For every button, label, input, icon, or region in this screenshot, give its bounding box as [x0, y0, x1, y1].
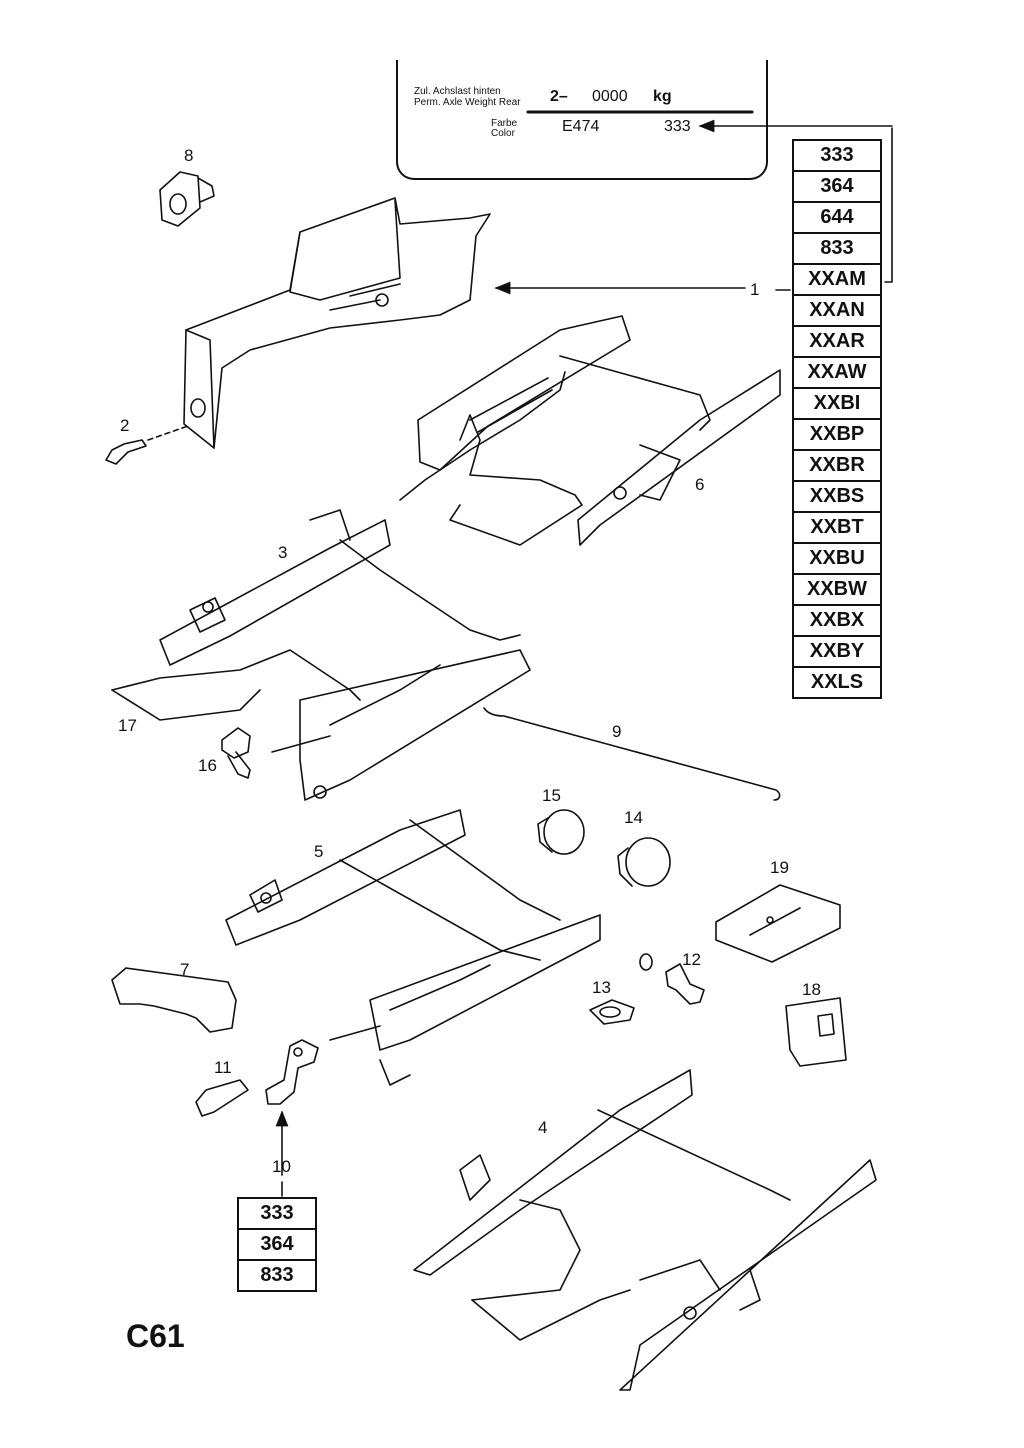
option-code-row: XXBY — [792, 635, 882, 668]
part3-seat-rail — [111, 509, 531, 801]
part15-bushing — [537, 809, 585, 855]
part13-washer — [589, 999, 635, 1025]
label-part-11: 11 — [214, 1058, 232, 1077]
code-cell: 333 — [237, 1197, 317, 1230]
code-cell: XXLS — [792, 666, 882, 699]
part10-code-row: 833 — [237, 1259, 317, 1292]
part19-plate — [715, 884, 841, 963]
code-cell: XXBT — [792, 511, 882, 544]
part8-clip — [159, 171, 215, 227]
axle-weight-label-de: Zul. Achslast hinten — [414, 86, 501, 97]
label-part-2: 2 — [120, 416, 130, 435]
code-cell: XXBU — [792, 542, 882, 575]
option-code-row: XXBT — [792, 511, 882, 544]
code-cell: 833 — [792, 232, 882, 265]
code-cell: XXBY — [792, 635, 882, 668]
option-code-row: XXBP — [792, 418, 882, 451]
option-code-row: XXBR — [792, 449, 882, 482]
axle-weight-label-en: Perm. Axle Weight Rear — [414, 97, 521, 108]
code-cell: XXBW — [792, 573, 882, 606]
option-code-row: 644 — [792, 201, 882, 234]
part7-handle-cover — [111, 967, 237, 1033]
label-part-12: 12 — [682, 950, 701, 969]
label-part-6: 6 — [695, 475, 705, 494]
color-code: E474 — [562, 118, 600, 135]
part2-screw — [105, 425, 189, 465]
diagram-code: C61 — [126, 1318, 185, 1354]
part1-trim-cover — [183, 197, 491, 449]
part4-seat-rail — [413, 1069, 877, 1391]
part11-screw — [195, 1079, 249, 1117]
part10-code-row: 333 — [237, 1197, 317, 1230]
option-code-row: XXAM — [792, 263, 882, 296]
option-code-row: XXBS — [792, 480, 882, 513]
option-code-row: XXBI — [792, 387, 882, 420]
label-part-19: 19 — [770, 858, 789, 877]
part5-seat-rail — [225, 809, 601, 1086]
option-code-row: XXAR — [792, 325, 882, 358]
label-part-13: 13 — [592, 978, 611, 997]
axle-weight-prefix: 2– — [550, 88, 568, 105]
option-code-row: XXLS — [792, 666, 882, 699]
code-cell: XXAW — [792, 356, 882, 389]
axle-weight-unit: kg — [653, 88, 672, 105]
option-code-row: 833 — [792, 232, 882, 265]
code-cell: XXBP — [792, 418, 882, 451]
part9-rod — [483, 707, 781, 801]
option-code-row: XXBW — [792, 573, 882, 606]
code-cell: 833 — [237, 1259, 317, 1292]
code-cell: XXBI — [792, 387, 882, 420]
label-part-7: 7 — [180, 960, 190, 979]
label-part-18: 18 — [802, 980, 821, 999]
bracket-line — [884, 127, 893, 283]
option-code-row: 333 — [792, 139, 882, 172]
code-cell: XXBX — [792, 604, 882, 637]
color-label-en: Color — [491, 128, 515, 139]
option-code-row: XXAW — [792, 356, 882, 389]
label-part-9: 9 — [612, 722, 622, 741]
vehicle-data-plate — [396, 60, 768, 180]
color-value: 333 — [664, 118, 691, 135]
label-part-16: 16 — [198, 756, 217, 775]
code-cell: XXBS — [792, 480, 882, 513]
code-cell: 644 — [792, 201, 882, 234]
part10-code-row: 364 — [237, 1228, 317, 1261]
part10-lever — [265, 1039, 319, 1197]
code-cell: 333 — [792, 139, 882, 172]
label-part-5: 5 — [314, 842, 324, 861]
code-cell: 364 — [237, 1228, 317, 1261]
label-part-17: 17 — [118, 716, 137, 735]
color-label-de: Farbe — [491, 118, 518, 129]
label-part-3: 3 — [278, 543, 288, 562]
code-cell: XXBR — [792, 449, 882, 482]
code-cell: XXAM — [792, 263, 882, 296]
part16-bolt — [221, 727, 251, 779]
part18-clip — [785, 997, 847, 1067]
code-cell: XXAN — [792, 294, 882, 327]
label-part-15: 15 — [542, 786, 561, 805]
label-part-14: 14 — [624, 808, 643, 827]
code-cell: XXAR — [792, 325, 882, 358]
label-part-10: 10 — [272, 1157, 291, 1176]
option-code-row: 364 — [792, 170, 882, 203]
label-part-1: 1 — [750, 280, 760, 299]
part12-bolt — [639, 953, 705, 1005]
option-code-row: XXBU — [792, 542, 882, 575]
axle-weight-value: 0000 — [592, 88, 628, 105]
part6-seat-rail — [399, 315, 781, 546]
option-code-row: XXAN — [792, 294, 882, 327]
label-part-4: 4 — [538, 1118, 548, 1137]
part14-bushing — [617, 837, 671, 887]
label-part-8: 8 — [184, 146, 194, 165]
code-cell: 364 — [792, 170, 882, 203]
option-code-row: XXBX — [792, 604, 882, 637]
